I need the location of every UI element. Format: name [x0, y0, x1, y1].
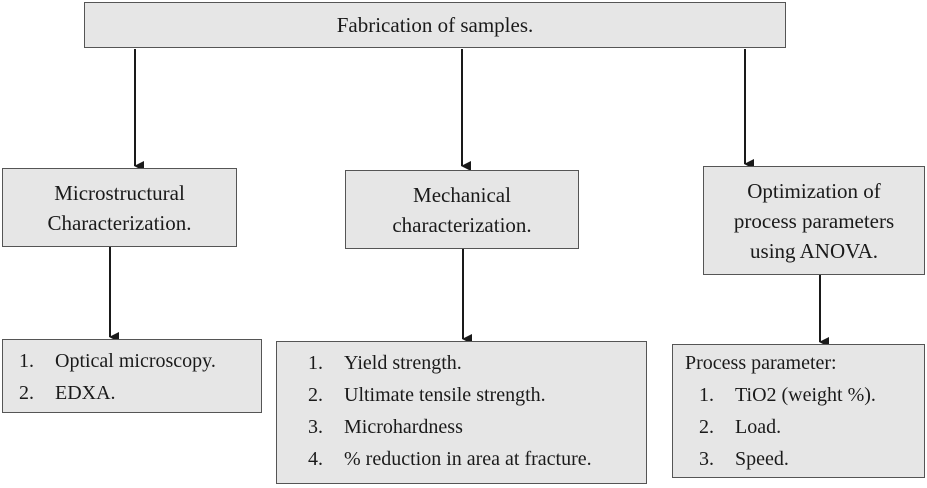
list-item: 3.Speed. [699, 448, 789, 470]
micro-title-line: Characterization. [47, 210, 192, 235]
microstructural-box: Microstructural Characterization. [2, 168, 237, 247]
list-item: 1.Optical microscopy. [19, 350, 216, 372]
micro-title-line: Microstructural [54, 180, 185, 205]
list-item: 1.Yield strength. [308, 352, 462, 374]
fabrication-title: Fabrication of samples. [336, 13, 534, 37]
list-item: 2.Load. [699, 416, 782, 438]
list-item: 2.Ultimate tensile strength. [308, 384, 546, 406]
list-item: 4.% reduction in area at fracture. [308, 448, 592, 470]
list-item: 1.TiO2 (weight %). [699, 384, 876, 406]
mech-title-line: characterization. [392, 212, 532, 237]
mech-list-box: 1.Yield strength. 2.Ultimate tensile str… [276, 341, 647, 484]
process-param-box: Process parameter: 1.TiO2 (weight %). 2.… [672, 344, 925, 478]
micro-list-box: 1.Optical microscopy. 2.EDXA. [2, 339, 262, 413]
mech-title-line: Mechanical [413, 182, 511, 207]
fabrication-box: Fabrication of samples. [84, 2, 786, 48]
mechanical-box: Mechanical characterization. [345, 170, 579, 249]
opt-title-line: Optimization of [747, 178, 881, 203]
optimization-box: Optimization of process parameters using… [703, 166, 925, 275]
process-param-heading: Process parameter: [685, 352, 837, 374]
list-item: 2.EDXA. [19, 382, 116, 404]
list-item: 3.Microhardness [308, 416, 463, 438]
opt-title-line: process parameters [733, 208, 895, 233]
opt-title-line: using ANOVA. [750, 238, 878, 263]
